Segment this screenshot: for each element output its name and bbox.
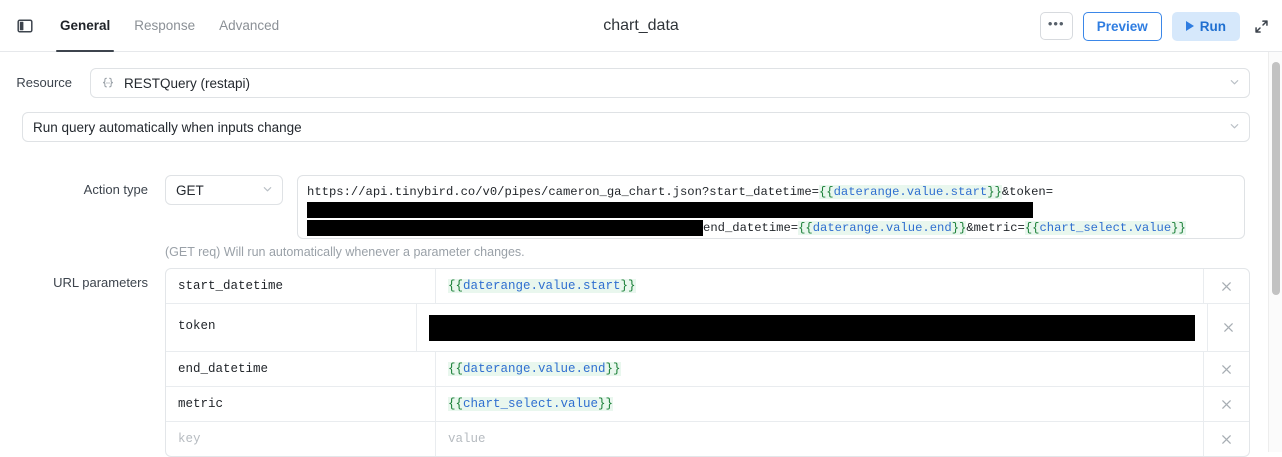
curly-braces-icon	[101, 76, 115, 90]
tab-response-label: Response	[134, 18, 196, 33]
panel-left-icon[interactable]	[14, 15, 36, 37]
action-type-row: Action type GET https://api.tinybird.co/…	[0, 175, 1250, 239]
expand-diagonal-icon[interactable]	[1250, 15, 1272, 37]
url-part1: https://api.tinybird.co/v0/pipes/cameron…	[307, 185, 819, 199]
tab-general-label: General	[60, 18, 111, 33]
param-key[interactable]: metric	[166, 387, 436, 421]
resource-value: RESTQuery (restapi)	[124, 75, 251, 91]
vertical-scrollbar[interactable]	[1268, 52, 1282, 452]
tab-general[interactable]: General	[48, 0, 122, 52]
url-parameters-table: start_datetime {{daterange.value.start}}…	[165, 268, 1250, 457]
url-token-start: {{daterange.value.start}}	[818, 185, 1002, 199]
param-value-token: {{daterange.value.start}}	[448, 279, 636, 293]
preview-label: Preview	[1096, 18, 1148, 34]
resource-label: Resource	[16, 75, 72, 90]
resource-select[interactable]: RESTQuery (restapi)	[90, 68, 1250, 98]
param-value[interactable]: {{daterange.value.end}}	[436, 352, 1203, 386]
param-key[interactable]: token	[166, 304, 417, 351]
table-row: start_datetime {{daterange.value.start}}	[166, 269, 1249, 304]
resource-row: Resource RESTQuery (restapi)	[0, 68, 1250, 98]
tab-advanced-label: Advanced	[219, 18, 280, 33]
url-parameters-row: URL parameters start_datetime {{daterang…	[0, 268, 1250, 457]
redacted-token-line1	[307, 201, 1033, 218]
param-value-token: {{daterange.value.end}}	[448, 362, 621, 376]
param-value-placeholder[interactable]: value	[448, 432, 486, 446]
toolbar-header: General Response Advanced chart_data •••…	[0, 0, 1282, 52]
url-part4: &metric=	[966, 221, 1025, 235]
more-options-button[interactable]: •••	[1039, 12, 1073, 40]
action-type-hint: (GET req) Will run automatically wheneve…	[165, 245, 525, 259]
redacted-token-line2	[307, 219, 703, 236]
chevron-down-icon	[262, 183, 273, 198]
param-value[interactable]	[417, 304, 1207, 351]
url-token-metric: {{chart_select.value}}	[1024, 221, 1186, 235]
tab-bar: General Response Advanced	[48, 0, 291, 52]
play-icon	[1185, 21, 1194, 31]
redacted-param-value	[428, 315, 1195, 341]
close-x-icon[interactable]	[1203, 352, 1249, 386]
param-key[interactable]: start_datetime	[166, 269, 436, 303]
header-actions: ••• Preview Run	[1039, 0, 1272, 52]
close-x-icon[interactable]	[1203, 422, 1249, 456]
table-row: token	[166, 304, 1249, 352]
param-value[interactable]: {{chart_select.value}}	[436, 387, 1203, 421]
url-input[interactable]: https://api.tinybird.co/v0/pipes/cameron…	[297, 175, 1245, 239]
action-type-label: Action type	[83, 182, 148, 197]
preview-button[interactable]: Preview	[1082, 11, 1162, 41]
scrollbar-thumb[interactable]	[1272, 62, 1280, 295]
run-mode-row: Run query automatically when inputs chan…	[0, 112, 1250, 142]
form-body: Resource RESTQuery (restapi) Run	[0, 52, 1268, 457]
table-row: end_datetime {{daterange.value.end}}	[166, 352, 1249, 387]
chevron-down-icon	[1229, 120, 1240, 135]
more-options-label: •••	[1047, 16, 1065, 31]
url-part3: end_datetime=	[703, 221, 799, 235]
action-type-value: GET	[176, 182, 204, 198]
param-key[interactable]: end_datetime	[166, 352, 436, 386]
run-mode-select[interactable]: Run query automatically when inputs chan…	[22, 112, 1250, 142]
param-key-placeholder[interactable]: key	[166, 422, 436, 456]
close-x-icon[interactable]	[1203, 269, 1249, 303]
param-value-token: {{chart_select.value}}	[448, 397, 614, 411]
run-label: Run	[1199, 18, 1226, 34]
tab-advanced[interactable]: Advanced	[207, 0, 291, 52]
url-token-end: {{daterange.value.end}}	[798, 221, 967, 235]
run-mode-value: Run query automatically when inputs chan…	[33, 119, 302, 135]
tab-response[interactable]: Response	[122, 0, 207, 52]
run-button[interactable]: Run	[1171, 11, 1240, 41]
action-type-select[interactable]: GET	[165, 175, 283, 205]
param-value[interactable]: {{daterange.value.start}}	[436, 269, 1203, 303]
table-row-empty: key value	[166, 422, 1249, 456]
close-x-icon[interactable]	[1206, 304, 1249, 351]
url-parameters-label: URL parameters	[53, 275, 148, 290]
close-x-icon[interactable]	[1203, 387, 1249, 421]
table-row: metric {{chart_select.value}}	[166, 387, 1249, 422]
url-part2: &token=	[1001, 185, 1054, 199]
chevron-down-icon	[1229, 76, 1240, 91]
